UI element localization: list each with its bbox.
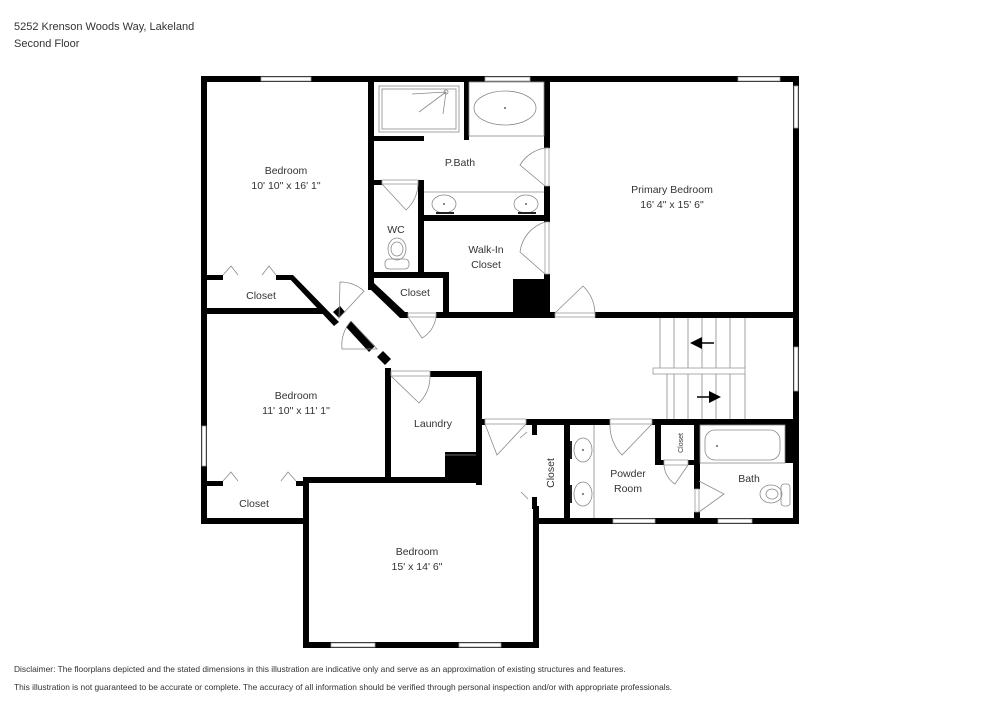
room-labels: Bedroom 10' 10" x 16' 1" Closet P.Bath W… bbox=[239, 157, 760, 573]
room-dims-bedroom-w: 11' 10" x 11' 1" bbox=[262, 405, 330, 417]
fixtures bbox=[378, 81, 791, 518]
room-name-bedroom-w: Bedroom bbox=[275, 390, 318, 402]
interior-walls bbox=[201, 76, 799, 522]
floor-label: Second Floor bbox=[14, 38, 80, 50]
room-name-powder-room-2: Room bbox=[614, 483, 642, 495]
staircase bbox=[652, 318, 746, 419]
room-dims-bedroom-s: 15' x 14' 6" bbox=[392, 561, 443, 573]
outer-walls bbox=[201, 76, 799, 648]
room-name-bedroom-nw: Bedroom bbox=[265, 165, 308, 177]
room-name-primary-bedroom: Primary Bedroom bbox=[631, 184, 713, 196]
doors bbox=[222, 147, 725, 513]
room-name-closet-small: Closet bbox=[678, 433, 685, 453]
room-name-pbath: P.Bath bbox=[445, 157, 475, 169]
property-address: 5252 Krenson Woods Way, Lakeland bbox=[14, 21, 195, 33]
stair-arrow-left-icon bbox=[690, 337, 714, 349]
stair-arrow-right-icon bbox=[697, 391, 721, 403]
disclaimer-line-2: This illustration is not guaranteed to b… bbox=[14, 682, 673, 692]
room-name-bath: Bath bbox=[738, 473, 760, 485]
room-name-walkin-closet: Walk-In bbox=[468, 244, 503, 256]
room-dims-primary-bedroom: 16' 4" x 15' 6" bbox=[640, 199, 704, 211]
room-name-closet-center: Closet bbox=[400, 287, 430, 299]
room-name-walkin-closet-2: Closet bbox=[471, 259, 501, 271]
room-name-laundry: Laundry bbox=[414, 418, 453, 430]
room-name-wc: WC bbox=[387, 224, 405, 236]
room-name-closet-hall: Closet bbox=[545, 458, 557, 488]
room-name-bedroom-s: Bedroom bbox=[396, 546, 439, 558]
room-name-closet-nw: Closet bbox=[246, 290, 276, 302]
room-dims-bedroom-nw: 10' 10" x 16' 1" bbox=[251, 180, 321, 192]
room-name-closet-sw: Closet bbox=[239, 498, 269, 510]
disclaimer-line-1: Disclaimer: The floorplans depicted and … bbox=[14, 664, 626, 674]
windows bbox=[201, 76, 799, 648]
room-name-powder-room: Powder bbox=[610, 468, 646, 480]
